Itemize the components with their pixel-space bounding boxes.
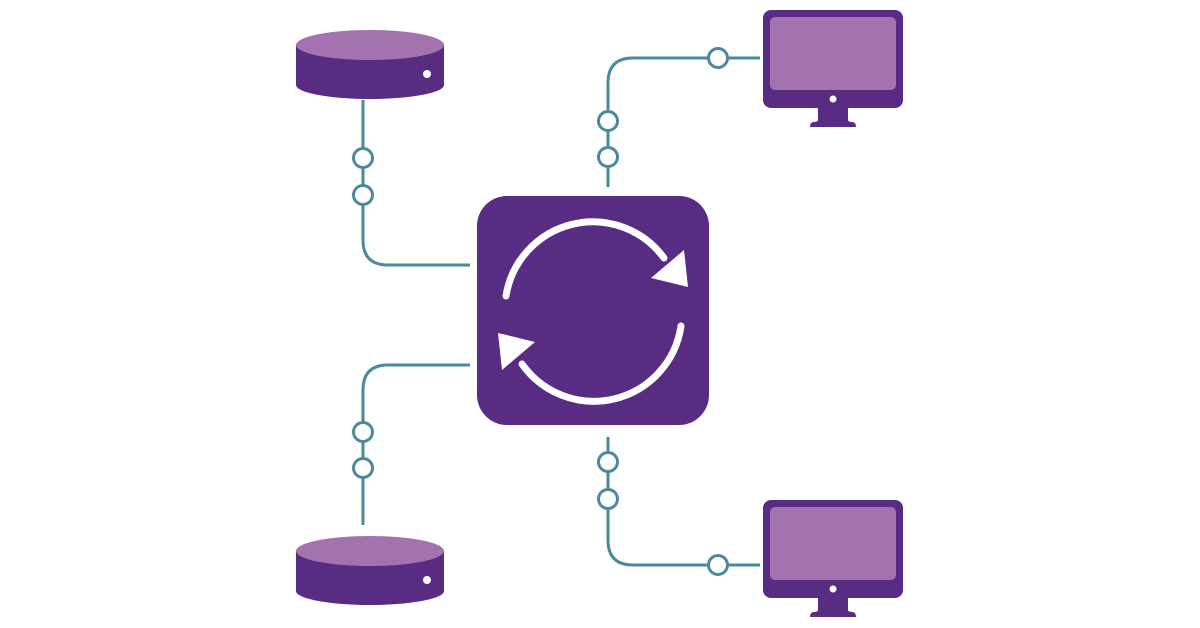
connector-node xyxy=(707,554,729,576)
connector-node xyxy=(352,184,374,206)
connector-node xyxy=(597,488,619,510)
connector-node xyxy=(352,421,374,443)
connector-top-right xyxy=(606,56,760,187)
connector-node xyxy=(707,47,729,69)
connector-node xyxy=(597,451,619,473)
database-icon xyxy=(296,30,444,99)
monitor-icon xyxy=(763,500,903,617)
database-icon xyxy=(296,536,444,605)
connector-node xyxy=(352,457,374,479)
connector-top-left xyxy=(361,100,470,267)
connector-bottom-left xyxy=(361,363,470,525)
monitor-icon xyxy=(763,10,903,127)
connector-node xyxy=(597,110,619,132)
sync-hub xyxy=(477,196,709,425)
sync-icon xyxy=(502,218,685,405)
connector-node xyxy=(352,147,374,169)
connector-node xyxy=(597,146,619,168)
connector-bottom-right xyxy=(606,437,760,567)
